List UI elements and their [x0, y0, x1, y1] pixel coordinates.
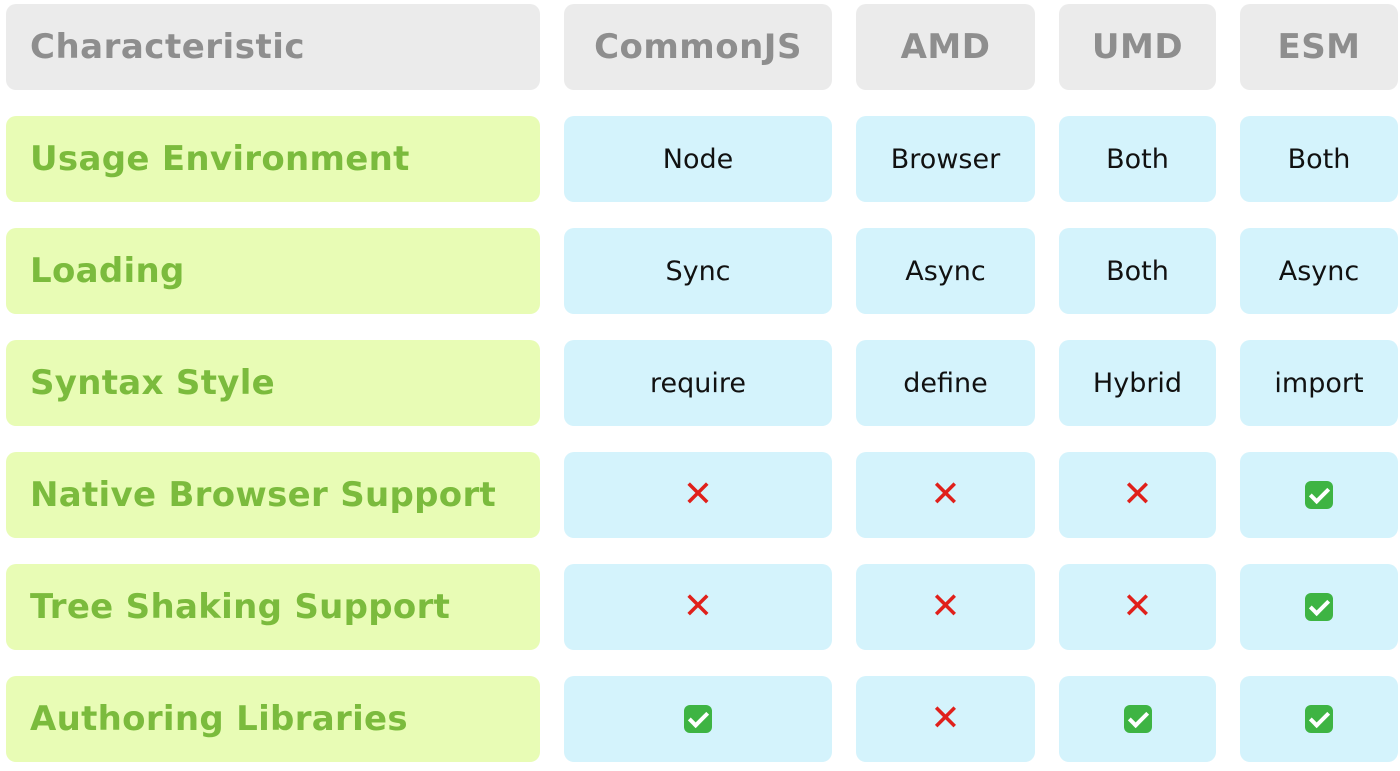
cell-value: Sync	[564, 228, 832, 314]
cell-mark	[1059, 676, 1216, 762]
cell-mark: ✕	[1059, 452, 1216, 538]
cell-mark: ✕	[564, 452, 832, 538]
cross-mark-icon: ✕	[682, 474, 714, 515]
check-mark-icon	[1123, 705, 1152, 733]
cell-mark	[564, 676, 832, 762]
cross-mark-icon: ✕	[930, 586, 961, 627]
header-esm: ESM	[1240, 4, 1398, 90]
header-umd: UMD	[1059, 4, 1216, 90]
header-amd: AMD	[856, 4, 1035, 90]
cell-value: Hybrid	[1059, 340, 1216, 426]
cell-value: require	[564, 340, 832, 426]
cross-mark-icon: ✕	[1122, 474, 1153, 515]
header-commonjs: CommonJS	[564, 4, 832, 90]
cell-mark: ✕	[856, 564, 1035, 650]
cell-mark: ✕	[1059, 564, 1216, 650]
cell-value: Node	[564, 116, 832, 202]
cell-mark	[1240, 564, 1398, 650]
cell-value: import	[1240, 340, 1398, 426]
check-mark-icon	[684, 705, 712, 733]
cell-value: Async	[856, 228, 1035, 314]
cell-value: Both	[1059, 116, 1216, 202]
cell-value: define	[856, 340, 1035, 426]
check-mark-icon	[1305, 593, 1333, 621]
row-label-syntax-style: Syntax Style	[6, 340, 540, 426]
cell-value: Browser	[856, 116, 1035, 202]
cell-value: Both	[1240, 116, 1398, 202]
row-label-loading: Loading	[6, 228, 540, 314]
cell-mark: ✕	[856, 452, 1035, 538]
cross-mark-icon: ✕	[930, 698, 961, 739]
cross-mark-icon: ✕	[682, 586, 714, 627]
header-characteristic: Characteristic	[6, 4, 540, 90]
cell-value: Both	[1059, 228, 1216, 314]
row-label-tree-shaking-support: Tree Shaking Support	[6, 564, 540, 650]
cell-mark	[1240, 452, 1398, 538]
cell-mark: ✕	[564, 564, 832, 650]
cell-value: Async	[1240, 228, 1398, 314]
row-label-usage-environment: Usage Environment	[6, 116, 540, 202]
cross-mark-icon: ✕	[1122, 586, 1153, 627]
row-label-authoring-libraries: Authoring Libraries	[6, 676, 540, 762]
check-mark-icon	[1305, 705, 1333, 733]
comparison-table: Characteristic CommonJS AMD UMD ESM Usag…	[6, 4, 1398, 762]
cross-mark-icon: ✕	[930, 474, 961, 515]
check-mark-icon	[1305, 481, 1333, 509]
row-label-native-browser-support: Native Browser Support	[6, 452, 540, 538]
cell-mark: ✕	[856, 676, 1035, 762]
cell-mark	[1240, 676, 1398, 762]
